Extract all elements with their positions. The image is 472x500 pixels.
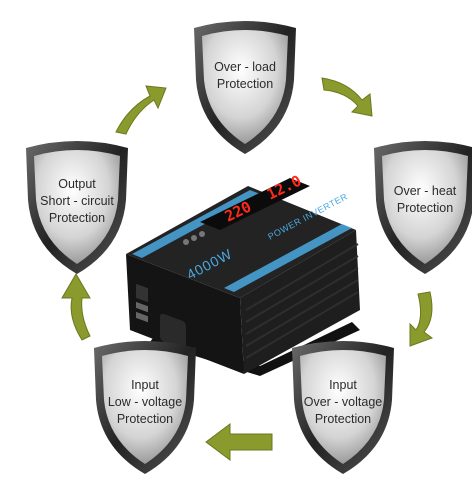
shield-line: Short - circuit (40, 193, 114, 208)
shield-line: Protection (216, 77, 274, 91)
shield-line: Protection (396, 201, 454, 215)
shield-icon (374, 141, 472, 274)
arrow-icon (205, 423, 273, 461)
arrow-icon (115, 85, 167, 135)
arrow-icon (61, 273, 91, 341)
shield-icon (94, 341, 196, 474)
shield-icon (194, 21, 296, 154)
arrow-icon (409, 291, 434, 347)
shield-overheat: Over - heat Protection (366, 138, 472, 278)
shield-line: Input (131, 377, 159, 392)
shield-line: Over - voltage (303, 394, 383, 409)
shield-line: Low - voltage (107, 394, 183, 409)
shield-input-overvoltage: Input Over - voltage Protection (284, 338, 402, 478)
shield-overload: Over - load Protection (186, 18, 304, 158)
shield-output-short: Output Short - circuit Protection (18, 138, 136, 278)
shield-icon (292, 341, 394, 474)
shield-line: Over - heat (393, 184, 457, 198)
shield-line: Output (58, 176, 96, 191)
shield-input-lowvoltage: Input Low - voltage Protection (86, 338, 204, 478)
shield-line: Protection (116, 411, 174, 426)
shield-icon (26, 141, 128, 274)
display-left: 12.0 (264, 172, 304, 204)
shield-line: Protection (48, 210, 106, 225)
power-inverter-image: 220 12.0 POWER INVERTER 4000W (126, 172, 360, 376)
shield-line: Input (329, 377, 357, 392)
arrow-icon (321, 77, 373, 117)
shield-line: Protection (314, 411, 372, 426)
shield-line: Over - load (214, 60, 276, 74)
